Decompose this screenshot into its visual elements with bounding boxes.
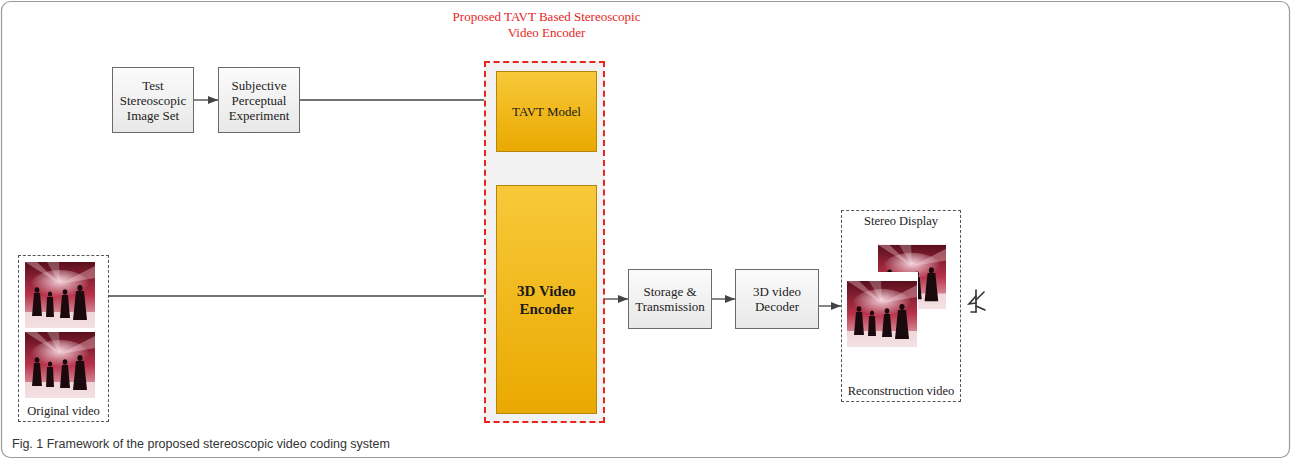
video-frame-image [25,262,95,328]
encoder-box: 3D Video Encoder [496,185,597,414]
node-label: 3D Video Encoder [503,282,590,318]
video-frame-image [25,332,95,398]
node-label: Storage & Transmission [635,284,705,314]
node-label: TAVT Model [512,104,581,119]
process-box: 3D video Decoder [735,269,819,329]
flow-arrow [109,295,496,296]
node-label: 3D video Decoder [742,284,812,314]
node-label: Subjective Perceptual Experiment [225,78,293,123]
process-box: Test Stereoscopic Image Set [112,67,194,133]
display-panel: Stereo DisplayReconstruction video [841,210,961,402]
model-box: TAVT Model [496,71,597,152]
node-label: Reconstruction video [847,384,956,398]
flow-arrow [300,99,496,100]
video-panel: Original video [18,255,109,422]
display-frame-image [847,281,917,347]
process-box: Subjective Perceptual Experiment [218,67,300,133]
process-box: Storage & Transmission [628,269,712,329]
encoder-region: Proposed TAVT Based Stereoscopic Video E… [484,61,605,423]
region-heading: Proposed TAVT Based Stereoscopic Video E… [444,9,649,41]
figure-caption: Fig. 1 Framework of the proposed stereos… [12,437,390,451]
node-label: Stereo Display [863,214,939,228]
node-label: Original video [26,404,101,418]
flow-arrow [819,305,841,306]
flow-arrow [194,99,218,100]
viewer-icon [969,290,985,312]
image-shadow [846,272,918,356]
flow-arrow [712,298,735,299]
node-label: Test Stereoscopic Image Set [119,78,187,123]
